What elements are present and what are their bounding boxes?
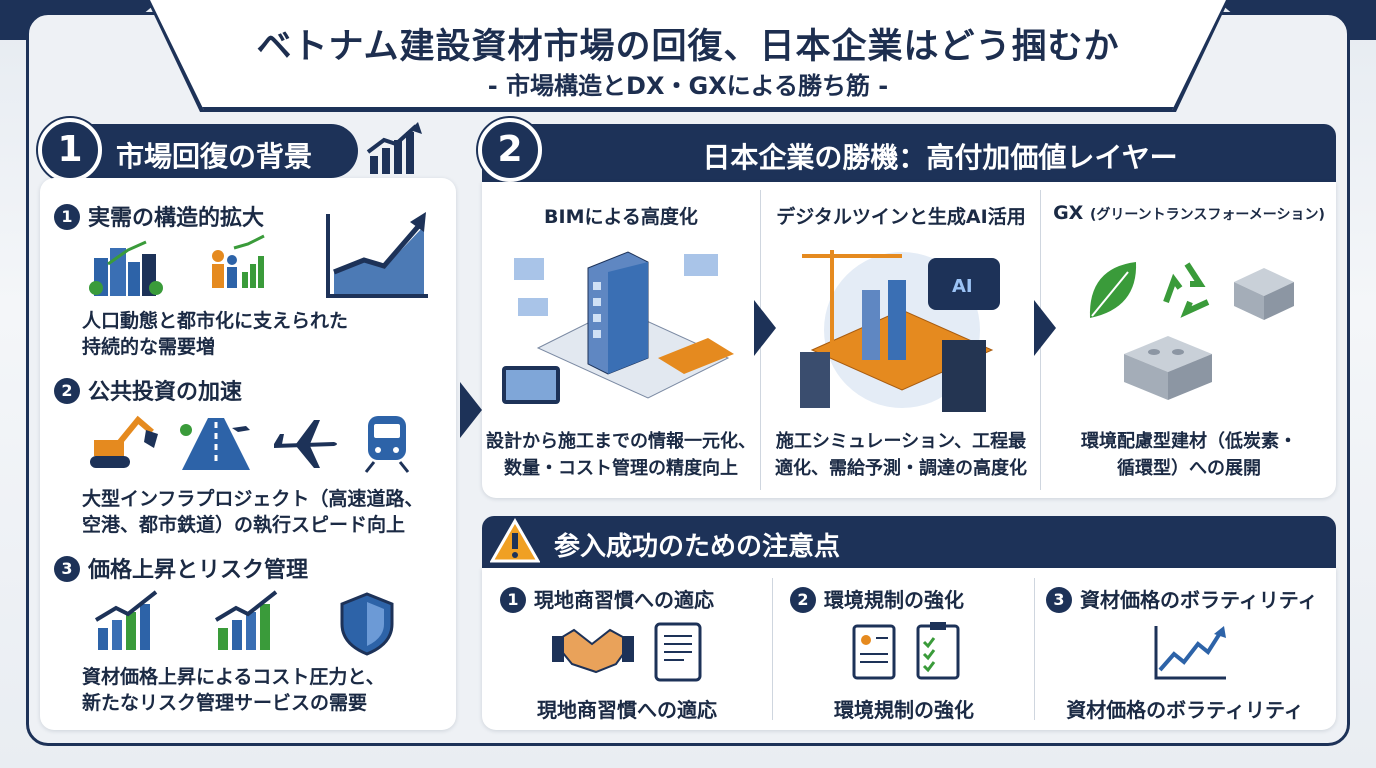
gx-desc-line1: 環境配慮型建材（低炭素・ (1081, 431, 1297, 452)
airplane-icon (274, 420, 337, 468)
leaf-icon (1089, 262, 1137, 318)
handshake-icon (552, 628, 634, 674)
bim-desc-line2: 数量・コスト管理の精度向上 (504, 458, 738, 479)
column-digital-twin-heading: デジタルツインと生成AI活用 (776, 206, 1026, 228)
column-arrow-1-icon (754, 300, 776, 356)
caution1-heading-text: 現地商習慣への適応 (534, 588, 714, 612)
section3-title: 参入成功のための注意点 (554, 532, 841, 562)
column-bim-heading: BIMによる高度化 (544, 206, 698, 228)
section1-item2-heading: 2 公共投資の加速 (54, 374, 242, 406)
checklist-icon (916, 622, 960, 680)
caution-item1-heading: 1 現地商習慣への適応 (500, 584, 714, 615)
item2-heading-text: 公共投資の加速 (88, 380, 243, 405)
dt-desc-line2: 適化、需給予測・調達の高度化 (775, 458, 1027, 479)
document-scroll-icon (654, 622, 702, 682)
bim-building-illustration (502, 251, 734, 404)
page-subtitle: - 市場構造とDX・GXによる勝ち筋 - (487, 72, 889, 100)
section3-header (482, 516, 1336, 568)
column-gx-heading: GX (グリーントランスフォーメーション) (1044, 202, 1334, 224)
section1-item3-heading: 3 価格上昇とリスク管理 (54, 552, 308, 584)
section1-item3-description: 資材価格上昇によるコスト圧力と、 新たなリスク管理サービスの需要 (82, 664, 385, 716)
rising-chart-icon (326, 212, 428, 298)
caution2-heading-text: 環境規制の強化 (824, 588, 964, 612)
item3-number-badge: 3 (54, 556, 80, 582)
flow-arrow-icon (460, 382, 482, 438)
item1-desc-line1: 人口動態と都市化に支えられた (82, 310, 349, 332)
digital-twin-illustration: AI (800, 250, 1000, 412)
item3-heading-text: 価格上昇とリスク管理 (88, 558, 309, 583)
train-icon (364, 416, 410, 473)
bim-desc-line1: 設計から施工までの情報一元化、 (486, 431, 756, 452)
caution3-heading-text: 資材価格のボラティリティ (1080, 588, 1318, 612)
item2-number-badge: 2 (54, 378, 80, 404)
caution-item2-heading: 2 環境規制の強化 (790, 584, 964, 615)
caution3-number-badge: 3 (1046, 586, 1072, 613)
section3-divider-1 (772, 578, 773, 720)
population-growth-icon (212, 234, 265, 288)
item2-desc-line2: 空港、都市鉄道）の執行スピード向上 (82, 514, 406, 536)
bricks-icon (1124, 336, 1212, 400)
caution-item1-caption: 現地商習慣への適応 (537, 698, 717, 722)
column-gx-description: 環境配慮型建材（低炭素・ 循環型）への展開 (1044, 428, 1334, 482)
item1-number-badge: 1 (54, 204, 80, 230)
gx-heading-sub: (グリーントランスフォーメーション) (1089, 207, 1325, 223)
caution2-number-badge: 2 (790, 586, 816, 613)
recycle-icon (1163, 262, 1210, 318)
caution1-number-badge: 1 (500, 586, 526, 613)
section2-title: 日本企業の勝機：高付加価値レイヤー (702, 141, 1178, 174)
item1-desc-line2: 持続的な需要増 (82, 336, 216, 358)
item1-heading-text: 実需の構造的拡大 (88, 206, 265, 231)
profile-document-icon (852, 624, 896, 680)
title-box (150, 0, 1226, 110)
gx-heading-main: GX (1053, 202, 1084, 224)
excavator-icon (90, 415, 158, 468)
volatility-chart-icon (1154, 626, 1226, 680)
section1-item1-heading: 1 実需の構造的拡大 (54, 200, 264, 232)
section2-number: 2 (478, 118, 542, 182)
section1-item2-description: 大型インフラプロジェクト（高速道路、 空港、都市鉄道）の執行スピード向上 (82, 486, 423, 538)
column-arrow-2-icon (1034, 300, 1056, 356)
concrete-block-icon (1234, 268, 1294, 320)
gx-desc-line2: 循環型）への展開 (1117, 458, 1261, 479)
item3-desc-line1: 資材価格上昇によるコスト圧力と、 (82, 666, 385, 688)
caution-item3-heading: 3 資材価格のボラティリティ (1046, 584, 1318, 615)
item3-desc-line2: 新たなリスク管理サービスの需要 (82, 692, 368, 714)
svg-text:AI: AI (952, 276, 973, 297)
price-chart-icon (94, 590, 158, 650)
item2-desc-line1: 大型インフラプロジェクト（高速道路、 (82, 488, 424, 510)
column-bim-description: 設計から施工までの情報一元化、 数量・コスト管理の精度向上 (486, 428, 756, 482)
column-digital-twin-description: 施工シミュレーション、工程最 適化、需給予測・調達の高度化 (764, 428, 1038, 482)
cost-chart-icon (214, 590, 278, 650)
section3-divider-2 (1034, 578, 1035, 720)
city-buildings-icon (89, 240, 163, 296)
caution-item3-caption: 資材価格のボラティリティ (1066, 698, 1304, 722)
warning-icon (490, 518, 540, 563)
section1-number: 1 (38, 118, 102, 182)
section2-header (482, 124, 1336, 182)
caution-item2-caption: 環境規制の強化 (834, 698, 974, 722)
highway-icon (180, 418, 250, 470)
shield-icon (340, 592, 394, 656)
section1-title: 市場回復の背景 (116, 140, 313, 173)
dt-desc-line1: 施工シミュレーション、工程最 (775, 431, 1027, 452)
growth-chart-icon (366, 122, 422, 174)
section1-item1-description: 人口動態と都市化に支えられた 持続的な需要増 (82, 308, 348, 360)
page-title: ベトナム建設資材市場の回復、日本企業はどう掴むか (256, 27, 1120, 67)
